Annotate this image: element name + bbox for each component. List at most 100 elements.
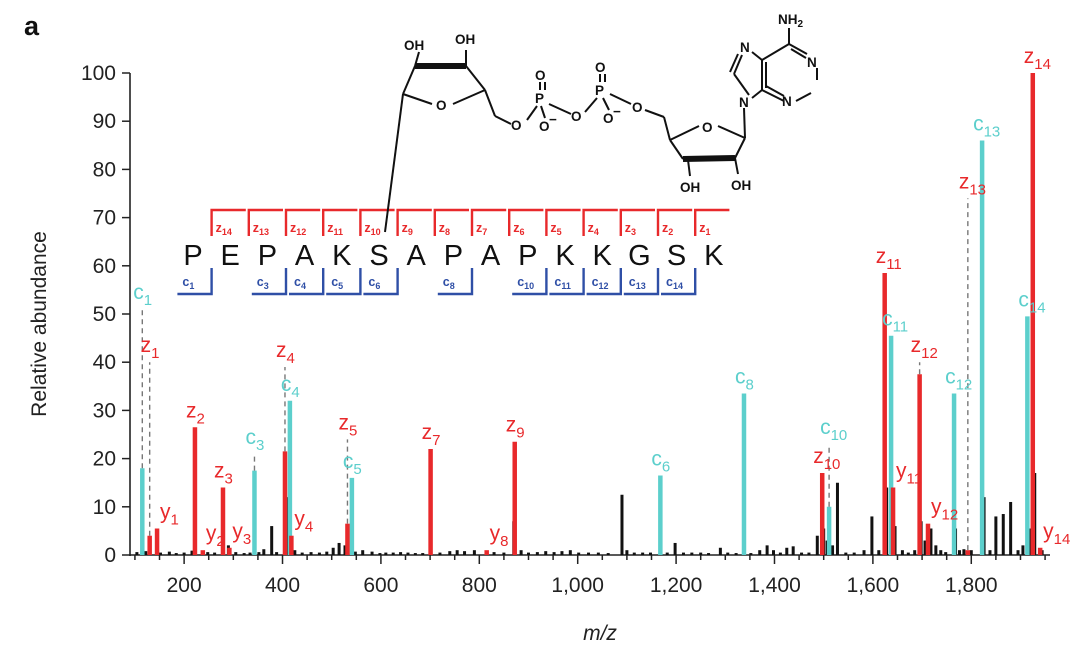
x-tick-label: 800 <box>462 574 497 597</box>
z-fragment-bracket: z11 <box>322 208 358 237</box>
z-fragment-bracket: z9 <box>396 208 432 237</box>
ion-letter: c <box>735 366 746 389</box>
c-fragment-label: c3 <box>257 275 269 291</box>
z-fragment-bracket: z10 <box>359 208 395 237</box>
bond <box>717 125 746 139</box>
z-fragment-bracket: z4 <box>582 208 618 237</box>
z-fragment-label: z12 <box>290 221 306 237</box>
bond <box>734 137 746 159</box>
c-ion-label: c11 <box>882 308 908 336</box>
c-fragment-label: c10 <box>517 275 534 291</box>
z-ion-label: z4 <box>276 339 295 367</box>
bond <box>609 93 632 105</box>
z-fragment-number: 2 <box>668 227 673 237</box>
bond <box>402 65 416 95</box>
bond <box>733 54 743 75</box>
z-bracket-line <box>619 208 655 236</box>
atom-label: N <box>739 95 749 110</box>
c-fragment-number: 8 <box>450 281 455 291</box>
z-fragment-bracket: z2 <box>656 208 693 237</box>
atom-label: O <box>535 68 546 83</box>
atom-label: O <box>511 118 522 133</box>
x-tick-label: 400 <box>265 574 300 597</box>
x-tick-label: 600 <box>363 574 398 597</box>
z-ion-label: z10 <box>813 445 840 473</box>
bold-bond <box>682 155 736 162</box>
z-ion-label: z9 <box>506 414 525 442</box>
bond <box>540 105 546 119</box>
atom-label: O <box>632 100 643 115</box>
atom-label: OH <box>680 180 700 195</box>
ion-letter: c <box>945 366 956 389</box>
ion-letter: z <box>1024 45 1035 68</box>
z-ion-label: z14 <box>1024 45 1051 73</box>
atom-label: NH2 <box>778 12 804 30</box>
atom-label: N <box>740 40 750 55</box>
atom-label: OH <box>404 38 424 53</box>
ion-letter: z <box>276 339 287 362</box>
bond <box>761 43 790 61</box>
bond <box>494 115 512 125</box>
c-fragment-label: c6 <box>368 275 380 291</box>
y-ion-label: y3 <box>232 520 251 548</box>
c-fragment-label: c4 <box>294 275 306 291</box>
z-bracket-line <box>508 208 544 236</box>
y-tick-label: 40 <box>93 351 116 374</box>
atom-label: O <box>539 119 550 134</box>
ion-letter: z <box>813 445 824 468</box>
ion-subscript: 5 <box>353 461 361 478</box>
ion-letter: y <box>206 522 217 545</box>
z-fragment-number: 6 <box>519 227 524 237</box>
ion-subscript: 6 <box>662 458 670 475</box>
y-ion-label: y12 <box>931 496 958 524</box>
bond <box>669 139 684 160</box>
residue-letter: P <box>518 240 537 272</box>
ion-subscript: 9 <box>516 425 524 442</box>
z-fragment-label: z13 <box>253 221 269 237</box>
bond <box>414 51 420 67</box>
ion-letter: c <box>245 426 256 449</box>
c-bracket-line <box>289 268 325 296</box>
ion-letter: y <box>1043 520 1054 543</box>
atom-label: O <box>571 109 582 124</box>
z-fragment-number: 8 <box>445 227 450 237</box>
c-bracket-line <box>623 268 660 296</box>
ion-subscript: 8 <box>500 533 508 550</box>
ion-letter: z <box>186 399 197 422</box>
atom-label: − <box>613 104 621 119</box>
z-fragment-bracket: z13 <box>247 208 283 237</box>
z-ion-label: z2 <box>186 399 205 427</box>
z-bracket-line <box>284 208 321 236</box>
c-ion-label: c14 <box>1018 288 1045 316</box>
ion-letter: c <box>343 450 354 473</box>
c-fragment-label: c5 <box>331 275 343 291</box>
x-tick-label: 1,600 <box>847 574 900 597</box>
ion-subscript: 14 <box>1034 56 1051 73</box>
c-bracket-line <box>549 268 585 296</box>
z-ion-label: z5 <box>338 411 357 439</box>
ion-subscript: 12 <box>956 377 973 394</box>
z-bracket-line <box>470 208 507 236</box>
z-bracket-line <box>359 208 395 236</box>
atom-label: O <box>436 98 447 113</box>
bond <box>663 116 671 141</box>
residue-letter: S <box>667 240 686 272</box>
ion-letter: z <box>422 421 433 444</box>
ion-subscript: 1 <box>144 292 152 309</box>
c-bracket-line <box>512 268 548 296</box>
bond <box>751 89 763 99</box>
residue-letter: E <box>221 240 240 272</box>
ion-subscript: 3 <box>243 531 251 548</box>
residue-letter: K <box>332 240 352 272</box>
c-fragment-bracket: c6 <box>363 268 399 296</box>
bond <box>548 103 572 115</box>
ion-letter: y <box>294 508 305 531</box>
residue-letter: A <box>407 240 427 272</box>
bond <box>733 73 750 96</box>
c-fragment-label: c13 <box>629 275 646 291</box>
c-fragment-label: c1 <box>182 275 194 291</box>
z-fragment-number: 5 <box>557 227 562 237</box>
c-fragment-bracket: c5 <box>326 268 362 296</box>
